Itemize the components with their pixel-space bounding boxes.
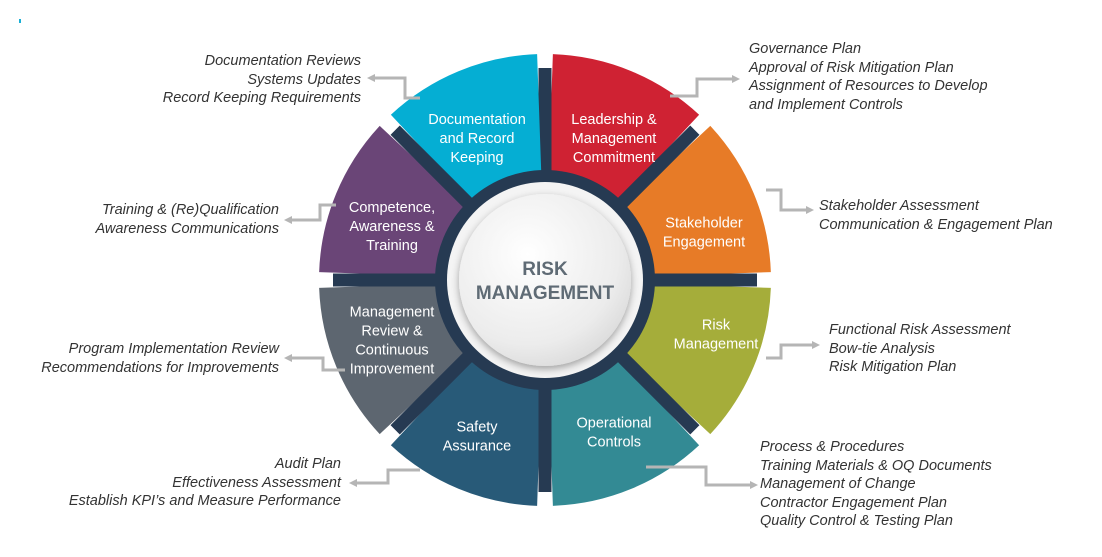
connector-operational (646, 465, 750, 487)
arrow-head-icon (284, 216, 292, 224)
note-line: Risk Mitigation Plan (829, 359, 957, 376)
notes-leadership: Governance Plan Approval of Risk Mitigat… (749, 40, 988, 114)
segment-stakeholder[interactable] (621, 125, 771, 277)
connector-competence (292, 203, 336, 222)
connector-management-review (292, 356, 345, 372)
connector-documentation (375, 76, 420, 100)
spoke-notch (690, 114, 711, 135)
center-title-line1: RISK (522, 259, 568, 280)
connector-risk-management (766, 343, 812, 360)
spoke-notch (379, 114, 400, 135)
notes-competence: Training & (Re)Qualification Awareness C… (96, 201, 279, 238)
notes-risk-management: Functional Risk Assessment Bow-tie Analy… (829, 321, 1011, 377)
connector-leadership (670, 77, 732, 98)
arrow-head-icon (284, 354, 292, 362)
notes-management-review: Program Implementation Review Recommenda… (41, 340, 279, 377)
note-line: Stakeholder Assessment (819, 198, 979, 214)
note-line: Communication & Engagement Plan (819, 216, 1053, 233)
note-line: Training & (Re)Qualification (101, 202, 279, 218)
note-line: Functional Risk Assessment (829, 322, 1011, 338)
segment-label-competence: Competence, (349, 200, 435, 216)
spoke (611, 346, 700, 435)
segment-label-stakeholder: Stakeholder (665, 216, 743, 232)
segment-label-documentation: Documentation (428, 112, 526, 128)
spoke (390, 125, 479, 214)
segment-management-review[interactable] (319, 283, 469, 435)
spoke-notch (690, 425, 711, 446)
note-line: Governance Plan (749, 41, 862, 57)
segment-label-safety: Safety (456, 420, 498, 436)
segment-label-management-review: Continuous (355, 343, 428, 359)
note-line: Approval of Risk Mitigation Plan (749, 59, 954, 76)
arrow-head-icon (732, 75, 740, 83)
segment-documentation[interactable] (390, 54, 542, 204)
arrow-head-icon (349, 479, 357, 487)
segment-label-competence: Training (366, 238, 418, 254)
connectors-layer (284, 74, 820, 489)
note-line: Documentation Reviews (204, 53, 361, 69)
segment-label-management-review: Review & (361, 324, 423, 340)
note-line: Contractor Engagement Plan (760, 494, 947, 511)
note-line: Bow-tie Analysis (829, 340, 935, 357)
note-line: Audit Plan (274, 456, 341, 472)
segment-label-leadership: Management (572, 131, 657, 147)
corner-mark (19, 19, 21, 23)
segments-layer (317, 52, 773, 508)
segment-leadership[interactable] (548, 54, 700, 204)
note-line: Program Implementation Review (68, 341, 279, 357)
segment-label-management-review: Improvement (350, 362, 435, 378)
connector-stakeholder (766, 188, 806, 212)
note-line: Quality Control & Testing Plan (760, 513, 953, 530)
note-line: Management of Change (760, 476, 916, 493)
notes-safety: Audit Plan Effectiveness Assessment Esta… (69, 455, 341, 511)
center-disc[interactable] (459, 194, 631, 366)
spoke (390, 346, 479, 435)
segment-label-documentation: and Record (440, 131, 515, 147)
notes-documentation: Documentation Reviews Systems Updates Re… (163, 52, 361, 108)
segment-safety[interactable] (390, 356, 542, 506)
segment-label-management-review: Management (350, 305, 435, 321)
segment-label-leadership: Commitment (573, 150, 655, 166)
note-line: Training Materials & OQ Documents (760, 457, 992, 474)
arrow-head-icon (806, 206, 814, 214)
note-line: Systems Updates (247, 71, 361, 88)
arrow-head-icon (750, 481, 758, 489)
arrow-head-icon (812, 341, 820, 349)
segment-label-competence: Awareness & (349, 219, 434, 235)
labels-layer: Leadership &ManagementCommitmentStakehol… (349, 112, 758, 455)
segment-label-operational: Operational (577, 416, 652, 432)
note-line: Record Keeping Requirements (162, 90, 361, 107)
note-line: Effectiveness Assessment (172, 474, 341, 491)
note-line: Recommendations for Improvements (41, 359, 279, 376)
segment-label-documentation: Keeping (450, 150, 503, 166)
segment-label-risk-management: Risk (702, 318, 731, 334)
segment-label-safety: Assurance (443, 439, 512, 455)
note-line: and Implement Controls (749, 96, 903, 113)
spoke (611, 125, 700, 214)
spoke-notch (379, 425, 400, 446)
notes-stakeholder: Stakeholder Assessment Communication & E… (819, 197, 1053, 234)
note-line: Process & Procedures (760, 439, 905, 455)
connector-safety (357, 468, 420, 485)
segment-risk-management[interactable] (621, 283, 771, 435)
segment-label-operational: Controls (587, 435, 641, 451)
note-line: Establish KPI’s and Measure Performance (68, 493, 341, 510)
arrow-head-icon (367, 74, 375, 82)
note-line: Awareness Communications (95, 220, 279, 237)
note-line: Assignment of Resources to Develop (749, 78, 988, 95)
segment-competence[interactable] (319, 125, 469, 277)
segment-label-stakeholder: Engagement (663, 235, 745, 251)
segment-label-leadership: Leadership & (571, 112, 657, 128)
segment-label-risk-management: Management (674, 337, 759, 353)
center-title-line2: MANAGEMENT (476, 283, 615, 304)
notes-operational: Process & Procedures Training Materials … (760, 438, 992, 531)
